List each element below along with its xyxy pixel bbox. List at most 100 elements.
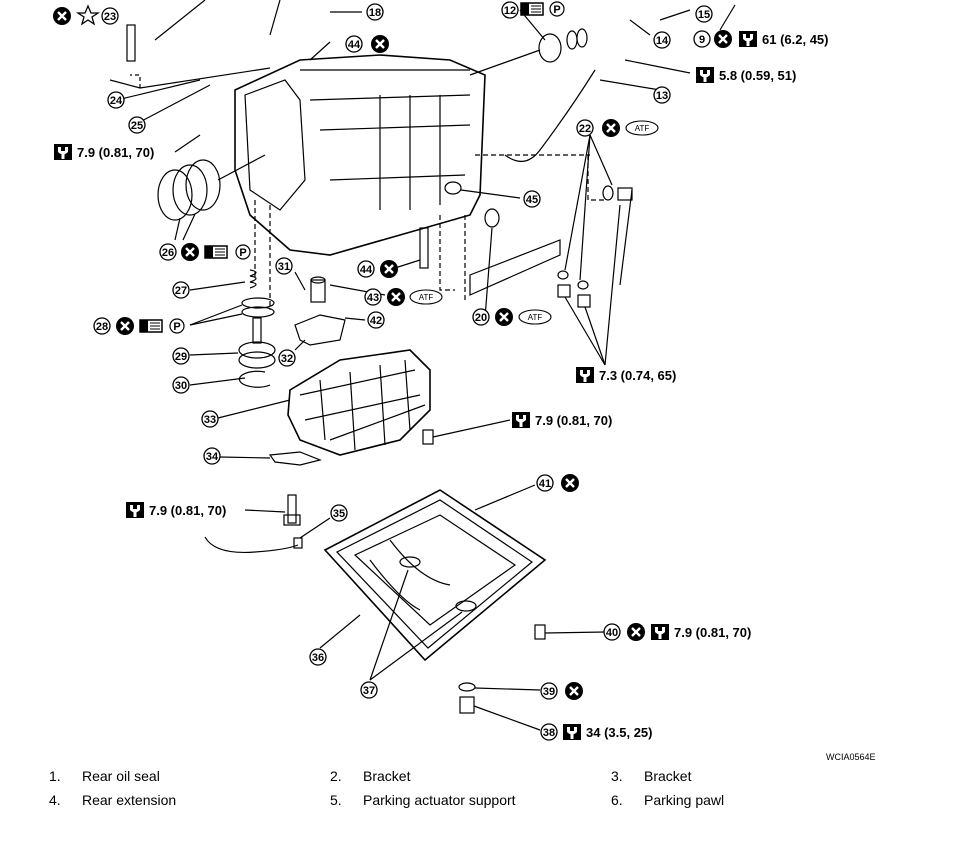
x-mark-icon: [563, 680, 585, 702]
torque-wrench-icon: [651, 624, 669, 640]
legend-number: 3.: [611, 768, 623, 784]
callout-23: 23: [101, 7, 119, 25]
callout-39: 39: [540, 682, 558, 700]
callout-28: 28: [93, 317, 111, 335]
callout-13: 13: [653, 86, 671, 104]
callout-14: 14: [653, 31, 671, 49]
replace-marks: [51, 4, 734, 702]
torque-label: 7.3 (0.74, 65): [599, 368, 676, 383]
legend-number: 5.: [330, 792, 342, 808]
atf-badge: ATF: [625, 120, 659, 136]
svg-text:33: 33: [204, 414, 216, 426]
torque-label: 7.9 (0.81, 70): [149, 503, 226, 518]
figure-code: WCIA0564E: [826, 752, 876, 760]
exploded-view-diagram: 23 18 12 15 14 9 44 13 24 25 22 45 26 31…: [51, 0, 876, 760]
callout-45: 45: [523, 190, 541, 208]
callout-25: 25: [128, 116, 146, 134]
x-mark-icon: [600, 117, 622, 139]
callout-42: 42: [367, 311, 385, 329]
callout-36: 36: [309, 648, 327, 666]
callout-44-mid: 44: [357, 260, 375, 278]
svg-text:40: 40: [606, 627, 618, 639]
parts-legend: 1. Rear oil seal 2. Bracket 3. Bracket 4…: [0, 768, 974, 816]
svg-text:36: 36: [312, 652, 324, 664]
torque-specs: 61 (6.2, 45) 5.8 (0.59, 51) 7.9 (0.81, 7…: [54, 31, 829, 740]
svg-text:23: 23: [104, 11, 116, 23]
legend-row: 4. Rear extension 5. Parking actuator su…: [0, 792, 974, 816]
svg-text:20: 20: [475, 312, 487, 324]
svg-text:15: 15: [698, 9, 710, 21]
legend-text: Bracket: [644, 768, 692, 784]
x-mark-icon: [559, 472, 581, 494]
svg-text:26: 26: [162, 247, 174, 259]
torque-label: 7.9 (0.81, 70): [674, 625, 751, 640]
x-mark-icon: [625, 621, 647, 643]
callout-18: 18: [366, 3, 384, 21]
svg-text:P: P: [173, 321, 180, 333]
svg-text:29: 29: [175, 351, 187, 363]
svg-text:32: 32: [281, 353, 293, 365]
svg-text:35: 35: [333, 508, 345, 520]
svg-text:14: 14: [656, 35, 669, 47]
x-mark-icon: [369, 33, 391, 55]
callout-37: 37: [360, 681, 378, 699]
torque-label: 7.9 (0.81, 70): [535, 413, 612, 428]
grease-marks: P P P: [139, 1, 565, 334]
torque-label: 5.8 (0.59, 51): [719, 68, 796, 83]
svg-text:P: P: [553, 4, 560, 16]
x-mark-icon: [179, 241, 201, 263]
p-mark-icon: P: [169, 318, 185, 334]
svg-text:24: 24: [110, 95, 123, 107]
leader-lines: [109, 0, 736, 731]
svg-text:ATF: ATF: [528, 313, 543, 322]
svg-text:44: 44: [360, 264, 373, 276]
x-mark-icon: [51, 5, 73, 27]
torque-wrench-icon: [696, 67, 714, 83]
callout-12: 12: [501, 1, 519, 19]
callout-38: 38: [540, 723, 558, 741]
legend-number: 4.: [49, 792, 61, 808]
atf-marks: ATF ATF ATF: [409, 120, 659, 325]
callout-34: 34: [203, 447, 221, 465]
svg-text:30: 30: [175, 380, 187, 392]
callout-markers: 23 18 12 15 14 9 44 13 24 25 22 45 26 31…: [93, 1, 713, 741]
legend-text: Parking pawl: [644, 792, 725, 808]
svg-text:9: 9: [699, 34, 705, 46]
svg-text:38: 38: [543, 727, 555, 739]
torque-label: 61 (6.2, 45): [762, 32, 829, 47]
svg-text:ATF: ATF: [419, 293, 434, 302]
callout-26: 26: [159, 243, 177, 261]
callout-29: 29: [172, 347, 190, 365]
torque-label: 7.9 (0.81, 70): [77, 145, 154, 160]
grease-icon: [139, 319, 163, 333]
torque-wrench-icon: [739, 31, 757, 47]
callout-35: 35: [330, 504, 348, 522]
svg-text:25: 25: [131, 120, 143, 132]
legend-text: Bracket: [363, 768, 411, 784]
legend-text: Rear oil seal: [82, 768, 160, 784]
callout-40: 40: [603, 623, 621, 641]
callout-43: 43: [364, 288, 382, 306]
svg-text:ATF: ATF: [635, 124, 650, 133]
callout-32: 32: [278, 349, 296, 367]
callout-15: 15: [695, 5, 713, 23]
torque-wrench-icon: [126, 502, 144, 518]
grease-icon: [520, 2, 544, 16]
callout-27: 27: [172, 281, 190, 299]
x-mark-icon: [378, 258, 400, 280]
callout-24: 24: [107, 91, 125, 109]
legend-number: 2.: [330, 768, 342, 784]
callout-22: 22: [576, 119, 594, 137]
svg-text:28: 28: [96, 321, 108, 333]
torque-wrench-icon: [563, 724, 581, 740]
torque-wrench-icon: [576, 367, 594, 383]
atf-badge: ATF: [518, 309, 552, 325]
x-mark-icon: [712, 28, 734, 50]
legend-row: 1. Rear oil seal 2. Bracket 3. Bracket: [0, 768, 974, 792]
svg-text:34: 34: [206, 451, 219, 463]
callout-44-top: 44: [345, 35, 363, 53]
svg-text:12: 12: [504, 5, 516, 17]
callout-31: 31: [275, 257, 293, 275]
callout-20: 20: [472, 308, 490, 326]
callout-9: 9: [693, 30, 711, 48]
